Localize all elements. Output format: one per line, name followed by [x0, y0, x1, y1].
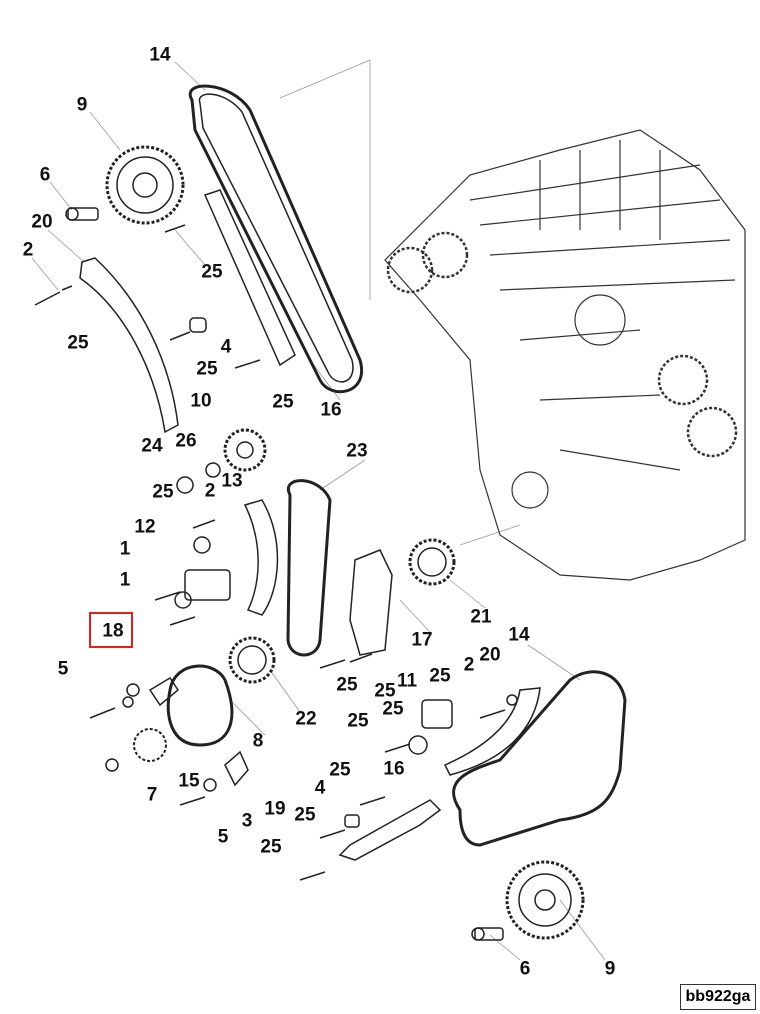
callout-25[interactable]: 25	[260, 836, 282, 858]
chain-guide-lower	[443, 687, 541, 776]
chain-guide-upper	[79, 257, 179, 434]
crankshaft-sprocket-lower	[505, 860, 585, 940]
callout-25[interactable]: 25	[272, 391, 294, 413]
callout-18[interactable]: 18	[102, 620, 124, 642]
callout-26[interactable]: 26	[175, 430, 197, 452]
callout-25[interactable]: 25	[382, 698, 404, 720]
callout-3[interactable]: 3	[241, 810, 253, 832]
callout-15[interactable]: 15	[178, 770, 200, 792]
callout-1[interactable]: 1	[119, 538, 131, 560]
callout-5[interactable]: 5	[57, 658, 69, 680]
oil-pump-chain	[166, 664, 234, 747]
lower-timing-chain	[452, 670, 627, 847]
tensioner-guide-upper	[203, 189, 296, 367]
callout-10[interactable]: 10	[190, 390, 212, 412]
callout-21[interactable]: 21	[470, 606, 492, 628]
callout-25[interactable]: 25	[347, 710, 369, 732]
callout-2[interactable]: 2	[204, 480, 216, 502]
camshaft-sprocket-upper	[105, 145, 185, 225]
callout-25[interactable]: 25	[429, 665, 451, 687]
callout-7[interactable]: 7	[146, 784, 158, 806]
callout-25[interactable]: 25	[67, 332, 89, 354]
callout-8[interactable]: 8	[252, 730, 264, 752]
callout-14[interactable]: 14	[149, 44, 171, 66]
callout-2[interactable]: 2	[22, 239, 34, 261]
tensioner-guide-lower	[338, 799, 442, 861]
bolts	[34, 224, 506, 881]
leader-lines	[31, 59, 606, 961]
callout-13[interactable]: 13	[221, 470, 243, 492]
callout-6[interactable]: 6	[519, 958, 531, 980]
callout-6[interactable]: 6	[39, 164, 51, 186]
bracket-17	[349, 549, 393, 656]
callout-4[interactable]: 4	[314, 777, 326, 799]
callout-4[interactable]: 4	[220, 336, 232, 358]
callout-20[interactable]: 20	[479, 644, 501, 666]
figure-code: bb922ga	[680, 984, 756, 1010]
callout-25[interactable]: 25	[201, 261, 223, 283]
callout-17[interactable]: 17	[411, 629, 433, 651]
callout-25[interactable]: 25	[294, 804, 316, 826]
callout-25[interactable]: 25	[374, 680, 396, 702]
highlight-box	[89, 612, 133, 648]
engine-block	[384, 129, 746, 581]
callout-9[interactable]: 9	[604, 958, 616, 980]
callout-23[interactable]: 23	[346, 440, 368, 462]
callout-19[interactable]: 19	[264, 798, 286, 820]
callout-14[interactable]: 14	[508, 624, 530, 646]
callout-22[interactable]: 22	[295, 708, 317, 730]
callout-1[interactable]: 1	[119, 569, 131, 591]
callout-25[interactable]: 25	[196, 358, 218, 380]
callout-12[interactable]: 12	[134, 516, 156, 538]
callout-25[interactable]: 25	[152, 481, 174, 503]
callout-9[interactable]: 9	[76, 94, 88, 116]
callout-11[interactable]: 11	[396, 670, 418, 692]
callout-16[interactable]: 16	[320, 399, 342, 421]
callout-24[interactable]: 24	[141, 435, 163, 457]
upper-timing-chain	[188, 84, 364, 394]
callout-5[interactable]: 5	[217, 826, 229, 848]
callout-25[interactable]: 25	[329, 759, 351, 781]
chain-tensioner-12	[184, 569, 231, 601]
callout-16[interactable]: 16	[383, 758, 405, 780]
callout-2[interactable]: 2	[463, 654, 475, 676]
callout-20[interactable]: 20	[31, 211, 53, 233]
middle-timing-chain	[286, 479, 332, 657]
callout-25[interactable]: 25	[336, 674, 358, 696]
